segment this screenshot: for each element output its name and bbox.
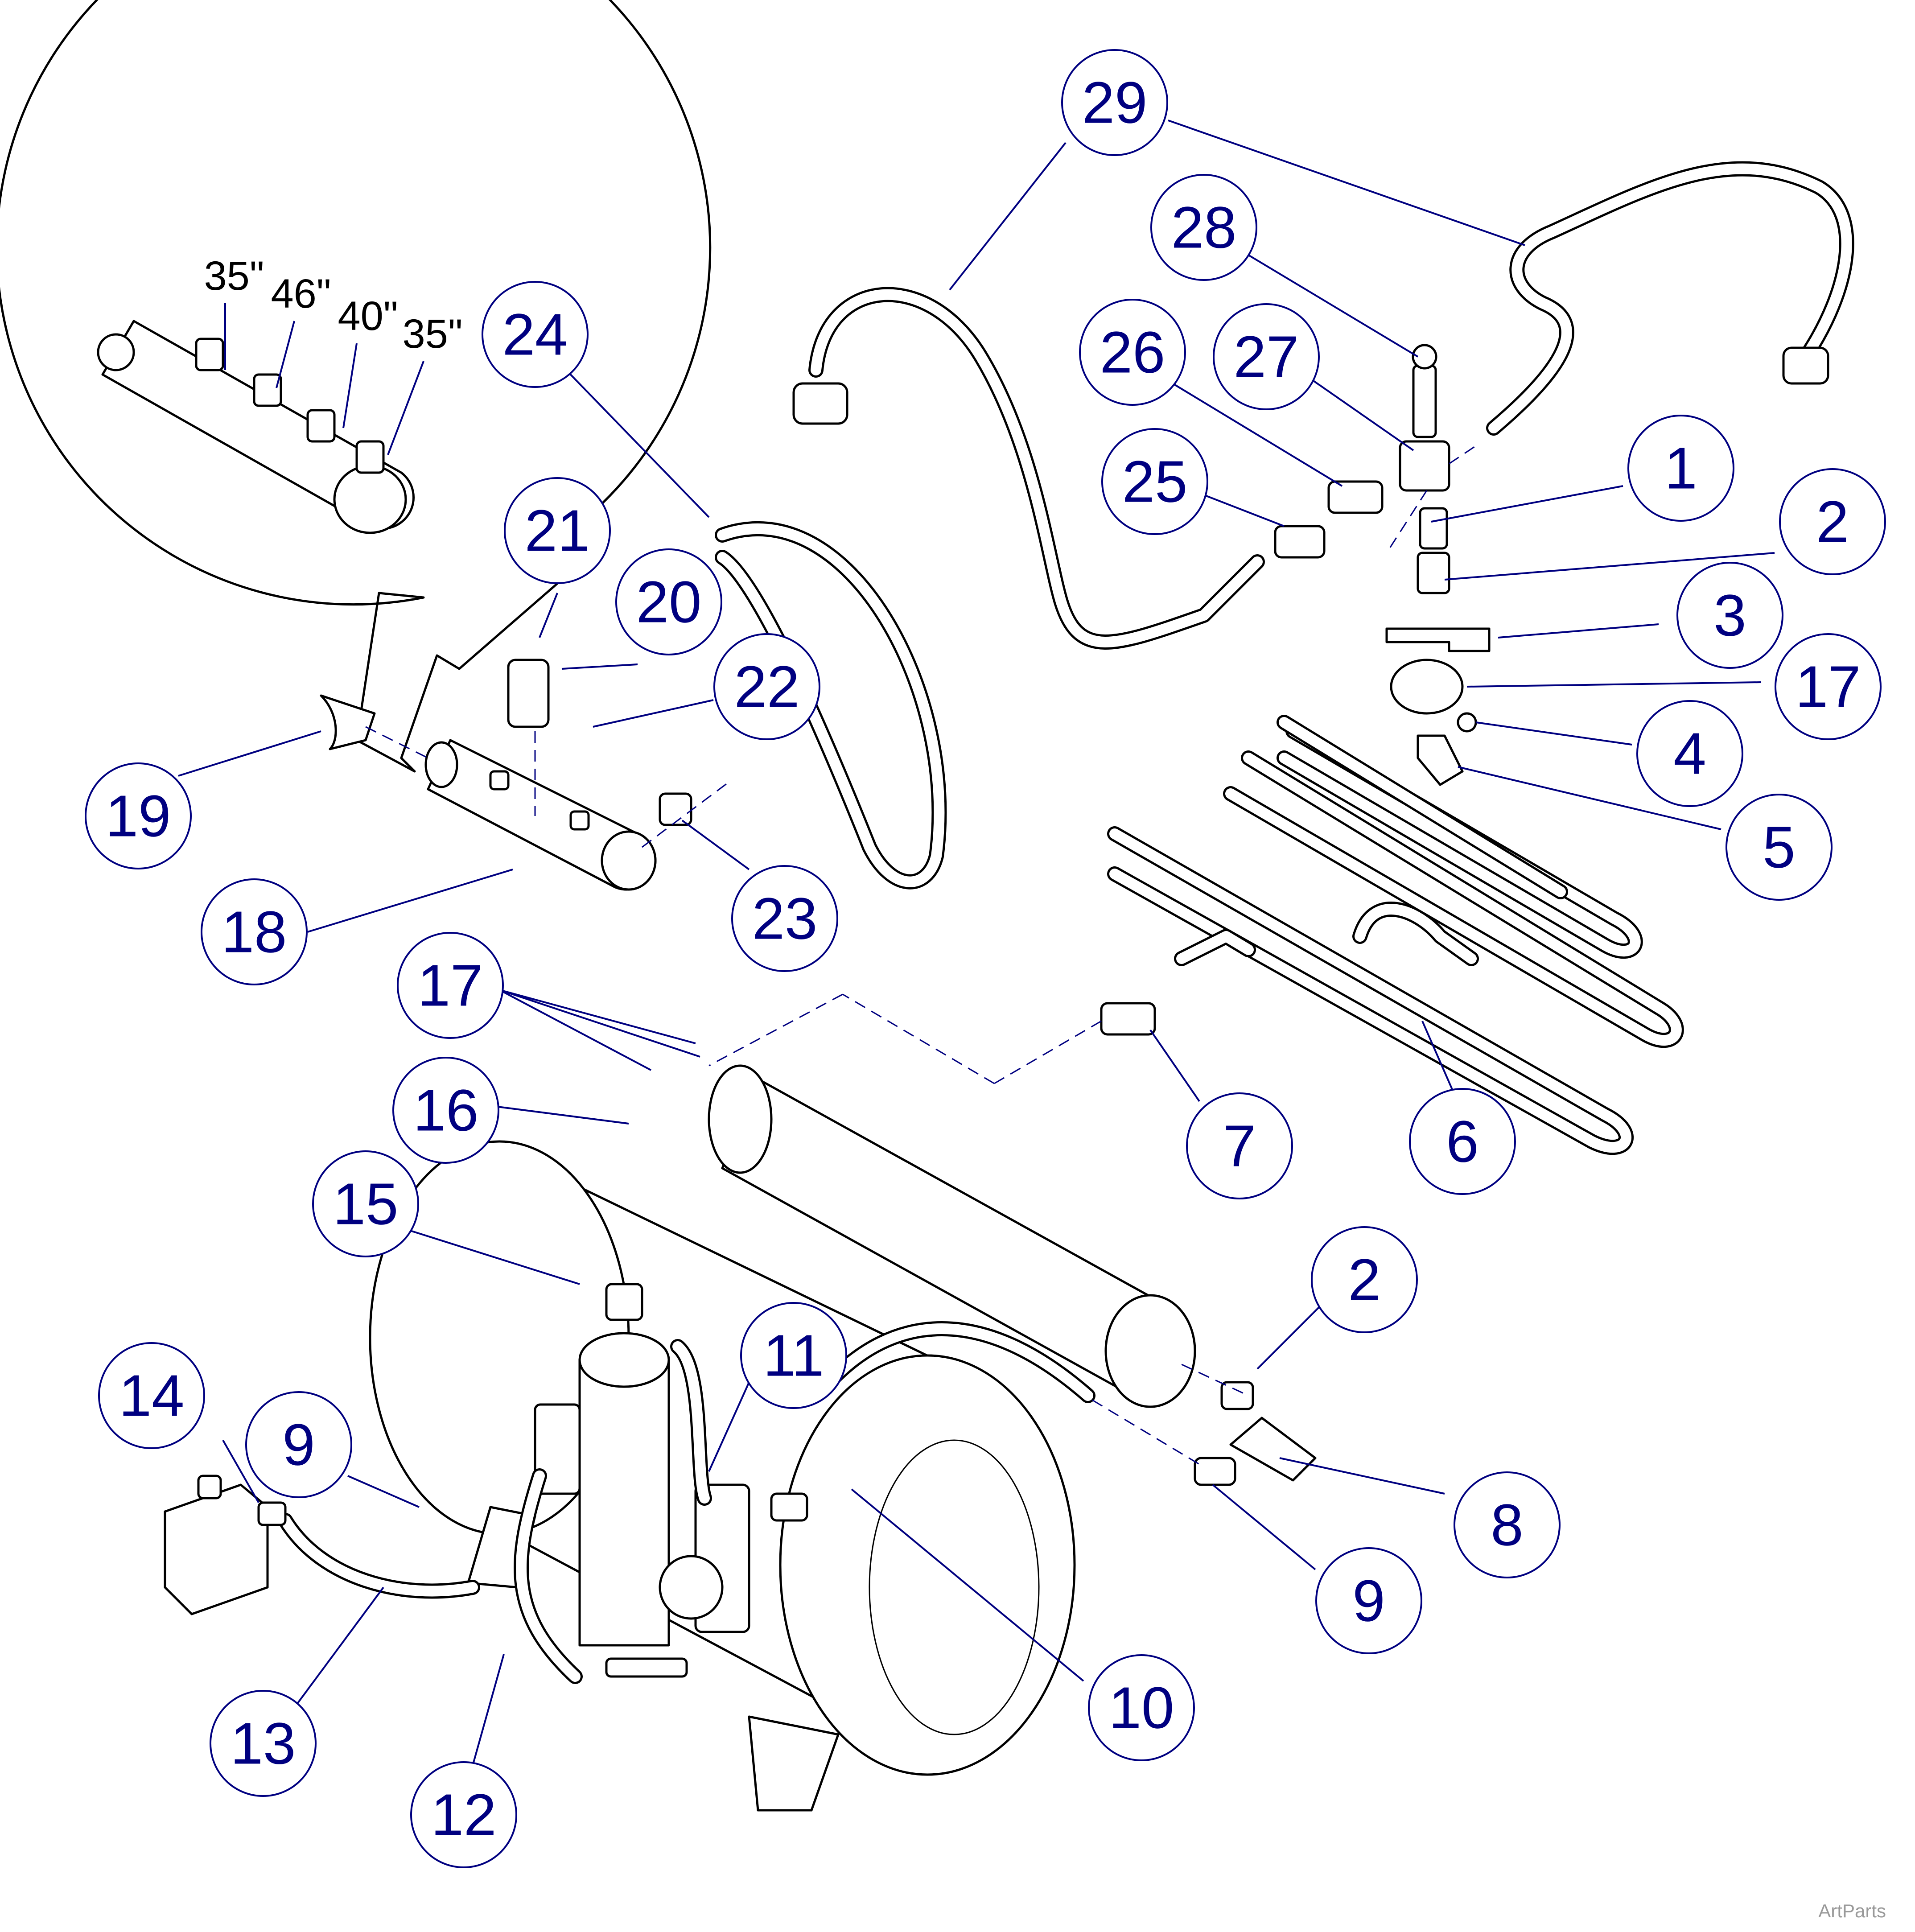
callout-21-number: 21 bbox=[525, 498, 590, 564]
length-label-4: 35" bbox=[403, 311, 463, 357]
callout-20-number: 20 bbox=[636, 569, 702, 635]
callout-17-right: 17 bbox=[1775, 633, 1882, 740]
pressure-switch bbox=[164, 1475, 287, 1615]
callout-24: 24 bbox=[482, 281, 589, 388]
length-label-1: 35" bbox=[204, 253, 264, 299]
callout-3-number: 3 bbox=[1713, 583, 1746, 648]
callout-6-number: 6 bbox=[1446, 1109, 1478, 1174]
detail-magnifier: 35" 46" 40" 35" bbox=[0, 0, 712, 773]
callout-16: 16 bbox=[392, 1057, 499, 1164]
callout-19-number: 19 bbox=[106, 783, 171, 849]
filter-column bbox=[534, 1283, 750, 1678]
callout-26: 26 bbox=[1079, 299, 1186, 406]
callout-2-top-number: 2 bbox=[1816, 489, 1849, 555]
callout-14: 14 bbox=[98, 1342, 205, 1449]
callout-21: 21 bbox=[504, 477, 611, 584]
callout-11-number: 11 bbox=[763, 1323, 824, 1388]
callout-9-left-number: 9 bbox=[282, 1412, 315, 1478]
valve-stack bbox=[1274, 344, 1491, 786]
hose-29-right bbox=[1486, 161, 1854, 436]
callout-26-number: 26 bbox=[1100, 320, 1165, 385]
callout-12: 12 bbox=[410, 1761, 517, 1868]
callout-25: 25 bbox=[1101, 428, 1208, 535]
callout-10: 10 bbox=[1088, 1654, 1195, 1761]
callout-18-number: 18 bbox=[222, 899, 287, 965]
manifold-assembly bbox=[320, 659, 732, 891]
callout-11: 11 bbox=[740, 1302, 847, 1409]
length-label-2: 46" bbox=[271, 271, 331, 317]
callout-2-bottom: 2 bbox=[1311, 1226, 1418, 1333]
callout-7: 7 bbox=[1186, 1092, 1293, 1199]
credit-label: ArtParts bbox=[1818, 1900, 1886, 1921]
callout-28-number: 28 bbox=[1171, 195, 1237, 260]
callout-19: 19 bbox=[85, 762, 192, 869]
callout-14-number: 14 bbox=[119, 1363, 185, 1429]
callout-9-right-number: 9 bbox=[1352, 1568, 1385, 1634]
callout-1-number: 1 bbox=[1664, 436, 1697, 501]
callout-22: 22 bbox=[713, 633, 820, 740]
callout-2-bottom-number: 2 bbox=[1348, 1247, 1380, 1313]
right-fittings bbox=[1092, 1364, 1317, 1486]
callout-3: 3 bbox=[1676, 562, 1783, 669]
callout-9-left: 9 bbox=[245, 1391, 352, 1498]
callout-1: 1 bbox=[1627, 415, 1734, 522]
callout-24-number: 24 bbox=[502, 302, 568, 367]
hose-29-left bbox=[792, 287, 1265, 650]
callout-22-number: 22 bbox=[734, 654, 800, 720]
lower-hoses bbox=[278, 1321, 1095, 1684]
condenser-coils bbox=[1100, 715, 1684, 1155]
callout-4: 4 bbox=[1636, 700, 1743, 807]
callout-17-left: 17 bbox=[397, 932, 504, 1039]
callout-12-number: 12 bbox=[431, 1782, 497, 1848]
callout-20: 20 bbox=[615, 548, 722, 655]
leader-lines bbox=[178, 119, 1775, 1766]
callout-8-number: 8 bbox=[1491, 1492, 1523, 1558]
callout-6: 6 bbox=[1409, 1088, 1516, 1195]
callout-2-top: 2 bbox=[1779, 468, 1886, 575]
small-tank bbox=[708, 1064, 1196, 1408]
length-label-3: 40" bbox=[338, 293, 398, 339]
callout-9-right: 9 bbox=[1315, 1547, 1422, 1654]
detail-manifold bbox=[97, 320, 415, 534]
callout-25-number: 25 bbox=[1122, 449, 1188, 515]
callout-16-number: 16 bbox=[413, 1078, 479, 1143]
callout-27: 27 bbox=[1213, 303, 1320, 410]
detail-length-labels: 35" 46" 40" 35" bbox=[204, 253, 463, 455]
callout-29-number: 29 bbox=[1082, 70, 1148, 136]
callout-13-number: 13 bbox=[231, 1711, 296, 1776]
callout-15: 15 bbox=[312, 1150, 419, 1257]
callout-4-number: 4 bbox=[1673, 721, 1706, 787]
callout-29: 29 bbox=[1061, 49, 1168, 156]
callout-17-left-number: 17 bbox=[418, 953, 483, 1018]
callout-15-number: 15 bbox=[333, 1171, 399, 1237]
callout-17-right-number: 17 bbox=[1796, 654, 1861, 720]
callout-28: 28 bbox=[1150, 174, 1257, 281]
callout-7-number: 7 bbox=[1223, 1113, 1256, 1179]
callout-27-number: 27 bbox=[1234, 324, 1299, 390]
callout-23-number: 23 bbox=[752, 886, 818, 952]
callout-8: 8 bbox=[1454, 1471, 1561, 1578]
callout-5: 5 bbox=[1726, 794, 1833, 901]
callout-5-number: 5 bbox=[1763, 815, 1795, 880]
callout-13: 13 bbox=[210, 1690, 317, 1797]
callout-18: 18 bbox=[201, 878, 308, 985]
callout-10-number: 10 bbox=[1109, 1675, 1174, 1741]
callout-23: 23 bbox=[731, 865, 838, 972]
